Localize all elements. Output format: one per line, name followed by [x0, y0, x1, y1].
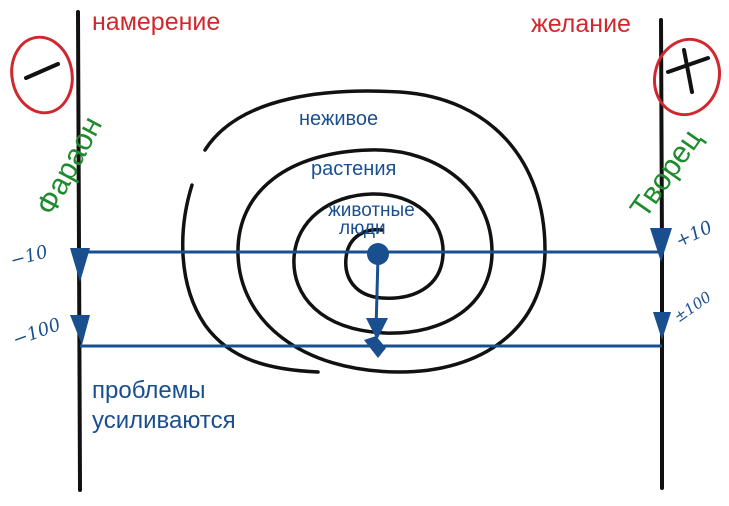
spiral-outer-arc	[181, 183, 320, 374]
animals-label: животные	[328, 200, 415, 221]
spiral	[203, 89, 547, 374]
intention-label: намерение	[92, 8, 221, 36]
minus-circle	[10, 35, 74, 115]
right-arrow-10	[650, 228, 672, 262]
problems-line1: проблемы	[92, 377, 206, 404]
left-arrow-100	[70, 315, 90, 345]
right-arrow-100	[653, 312, 671, 340]
plus-circle	[653, 37, 721, 117]
plants-label: растения	[311, 158, 397, 180]
center-arrow-head	[366, 318, 388, 340]
plus-icon	[666, 48, 710, 94]
problems-line2: усиливаются	[92, 407, 236, 434]
center-arrow-tail	[364, 336, 386, 358]
left-arrow-10	[70, 248, 90, 282]
inanimate-label: неживое	[299, 108, 379, 130]
center-dot	[367, 243, 389, 265]
desire-label: желание	[531, 10, 631, 38]
minus-icon	[24, 62, 60, 80]
people-label: люди	[339, 218, 386, 239]
center-arrow-line	[374, 255, 380, 331]
